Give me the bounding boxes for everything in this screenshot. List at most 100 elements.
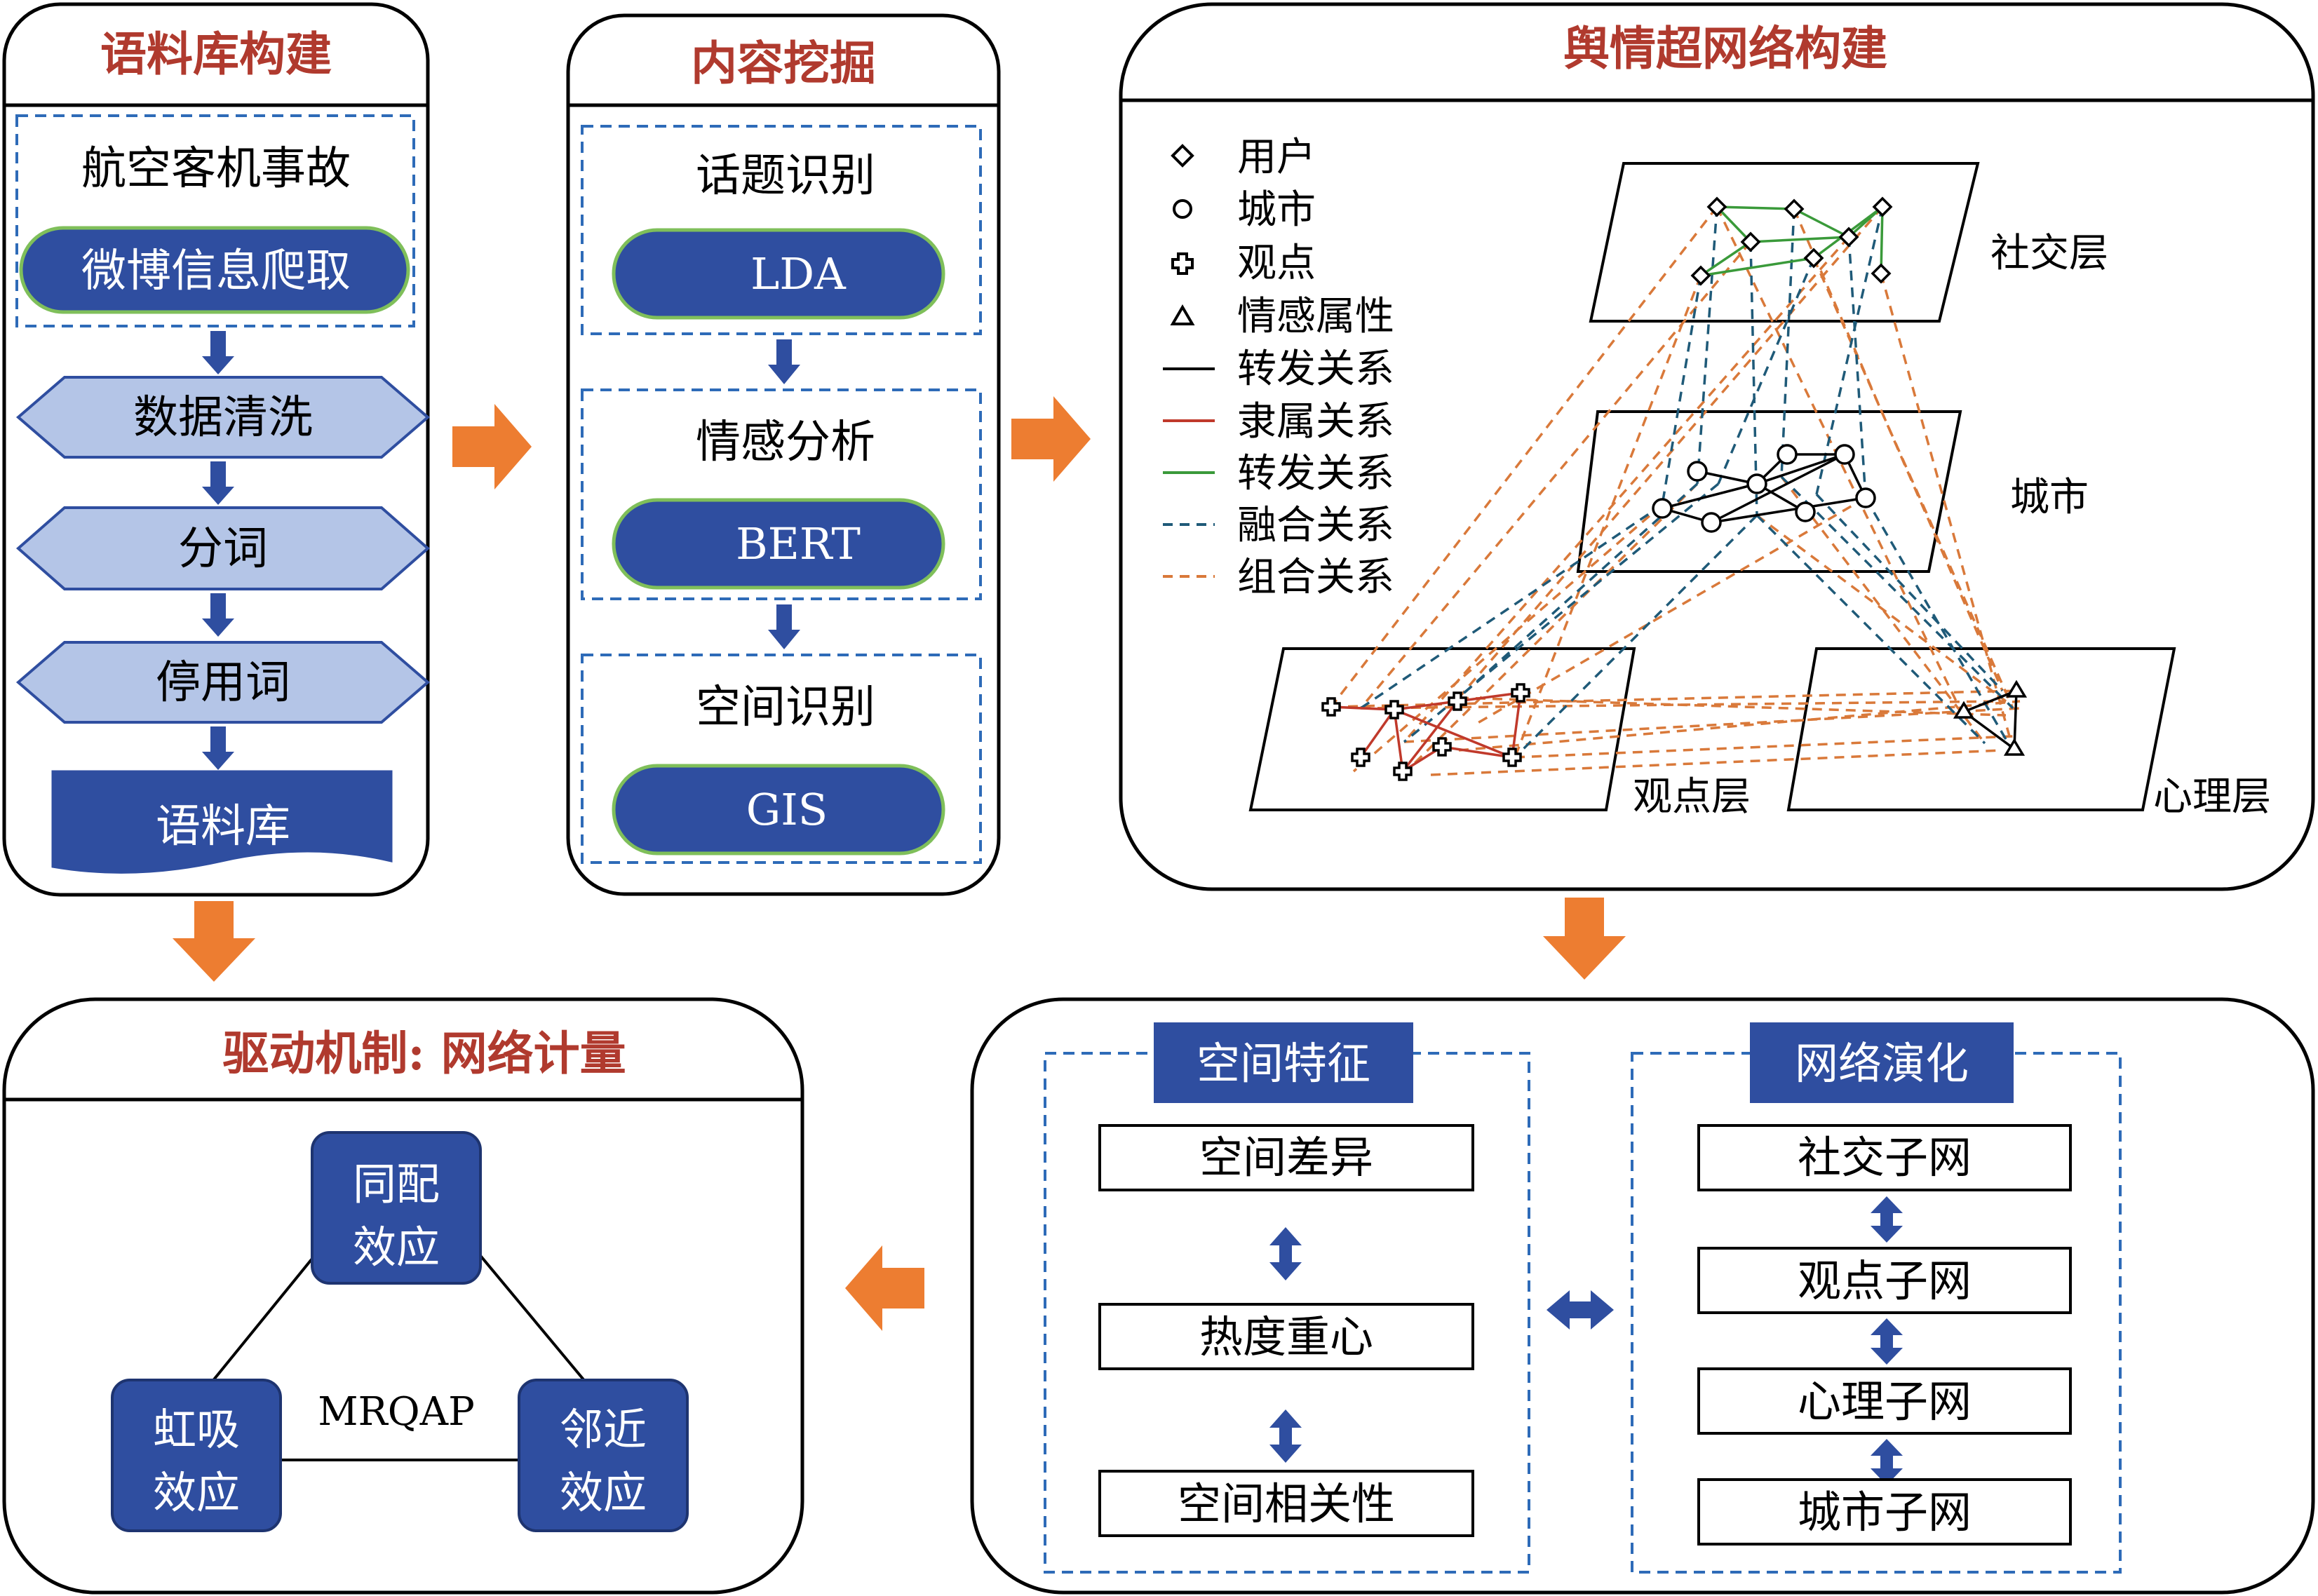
left-right-arrow-icon [1547,1290,1614,1330]
cross-icon [1448,691,1467,711]
bert-label: BERT [736,518,861,569]
triangle-icon [1953,701,1975,719]
diamond-icon [1871,263,1892,284]
spatial-diff-label: 空间差异 [1199,1132,1373,1183]
corpus-top-label: 航空客机事故 [81,143,351,195]
cross-icon [1502,748,1522,767]
network-evolution-title: 网络演化 [1795,1038,1969,1089]
triangle-icon [2005,679,2028,698]
legend-forward-black: 转发关系 [1237,346,1394,392]
corpus-document-shape [51,770,393,874]
legend-user: 用户 [1237,135,1316,180]
opinion-layer-label: 观点层 [1633,774,1751,820]
triangle-icon [2003,738,2026,756]
down-arrow-icon [202,593,234,637]
step-stopwords-label: 停用词 [156,657,290,709]
siphon-line1: 虹吸 [153,1404,240,1455]
siphon-line2: 效应 [153,1467,240,1518]
down-arrow-icon [1543,898,1626,980]
diamond-icon [1803,248,1824,269]
step-segmentation [15,506,431,590]
mrqap-label: MRQAP [318,1389,475,1435]
city-nodes [1652,444,1876,533]
up-down-arrow-icon [1871,1439,1903,1485]
social-layer-label: 社交层 [1990,231,2108,276]
right-arrow-icon [1011,396,1091,482]
up-down-arrow-icon [1871,1196,1903,1243]
legend-opinion: 观点 [1237,241,1316,286]
circle-icon [1687,461,1708,482]
assortative-line1: 同配 [353,1158,440,1210]
psych-subnet-label: 心理子网 [1798,1376,1972,1427]
step-data-clean [15,376,431,459]
circle-icon [1746,473,1767,494]
proximity-line2: 效应 [560,1467,647,1518]
proximity-node [518,1379,689,1532]
circle-icon [1834,444,1855,465]
psych-nodes [1953,679,2028,756]
crawl-pill [19,226,410,314]
social-subnet-label: 社交子网 [1798,1132,1972,1183]
opinion-subnet-box [1697,1247,2072,1314]
diamond-icon [1872,196,1893,217]
user-nodes [1690,196,1893,286]
lda-label: LDA [750,248,847,299]
opinion-nodes [1321,683,1530,781]
left-arrow-icon [845,1245,924,1331]
assortative-node [311,1131,482,1285]
circle-icon [1855,487,1876,508]
legend-fusion: 融合关系 [1237,503,1394,548]
spatial-features-header [1154,1022,1413,1103]
city-layer-label: 城市 [2010,475,2089,520]
spatial-corr-label: 空间相关性 [1178,1478,1395,1529]
diamond-icon [1171,144,1194,168]
features-panel: 空间特征 空间差异 热度重心 空间相关性 网络演化 社交子网 观点子网 心理子网… [970,997,2315,1595]
city-subnet-box [1697,1478,2072,1546]
circle-icon [1701,512,1722,533]
cross-icon [1511,683,1530,703]
social-edges [1700,205,1884,277]
bert-pill [612,498,945,590]
step-data-clean-label: 数据清洗 [133,392,313,444]
corpus-output-label: 语料库 [156,801,290,853]
lda-pill [612,228,945,320]
diamond-icon [1706,196,1727,217]
cross-icon [1351,748,1370,767]
corpus-panel: 语料库构建 航空客机事故 微博信息爬取 数据清洗 分词 停用词 语料库 [2,2,431,897]
legend-combo: 组合关系 [1237,555,1394,600]
down-arrow-icon [173,901,255,982]
down-arrow-icon [768,604,800,649]
down-arrow-icon [768,339,800,384]
down-arrow-icon [202,726,234,770]
city-subnet-label: 城市子网 [1798,1487,1972,1538]
legend-city: 城市 [1237,187,1316,233]
up-down-arrow-icon [1269,1227,1302,1280]
hypernet-panel: 舆情超网络构建 用户 城市 观点 情感属性 转发关系 隶属关系 转发关系 融合关… [1119,2,2315,891]
diamond-icon [1784,198,1805,219]
up-down-arrow-icon [1269,1409,1302,1463]
network-evolution-header [1750,1022,2014,1103]
legend-emotion: 情感属性 [1237,294,1394,339]
circle-icon [1652,498,1673,519]
combo-links [1330,205,2021,776]
legend: 用户 城市 观点 情感属性 转发关系 隶属关系 转发关系 融合关系 组合关系 [1163,135,1394,600]
step-segmentation-label: 分词 [178,523,268,575]
spatial-label: 空间识别 [696,682,875,733]
down-arrow-icon [202,461,234,505]
psych-subnet-box [1697,1367,2072,1435]
heat-center-box [1098,1303,1474,1370]
spatial-corr-box [1098,1470,1474,1537]
circle-icon [1777,444,1798,465]
psych-layer-label: 心理层 [2153,774,2271,820]
cross-icon [1321,697,1341,717]
social-subnet-box [1697,1124,2072,1191]
psych-layer-plane [1786,647,2176,811]
heat-center-label: 热度重心 [1199,1311,1373,1362]
circle-icon [1795,501,1816,522]
down-arrow-icon [202,331,234,374]
diamond-icon [1838,226,1859,248]
hypernet-title: 舆情超网络构建 [1563,21,1887,76]
legend-belong: 隶属关系 [1237,399,1394,445]
cross-icon [1393,762,1413,781]
